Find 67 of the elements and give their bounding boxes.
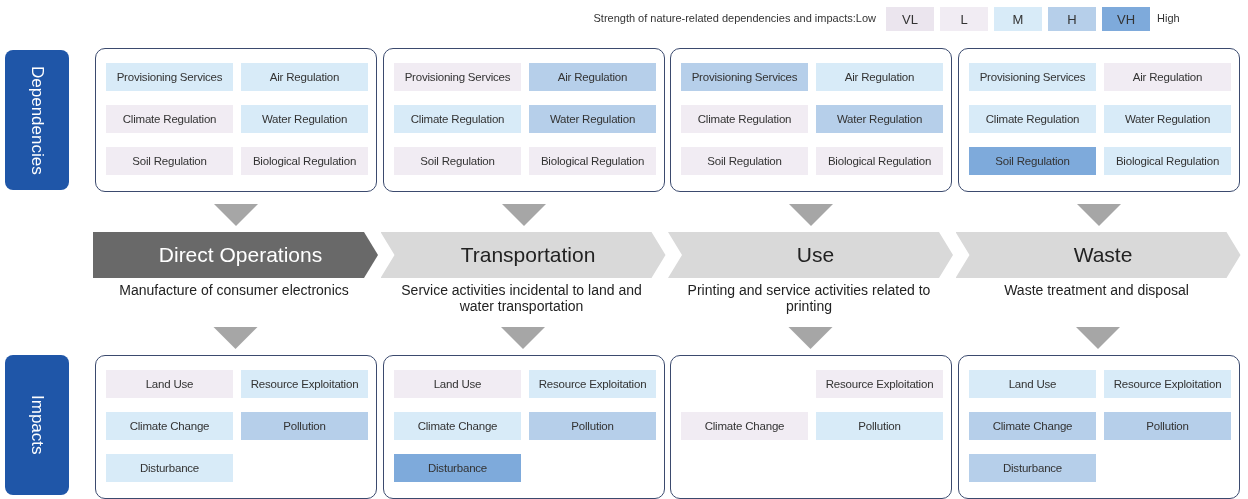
section-tab: Impacts bbox=[5, 355, 69, 495]
category-cell: Soil Regulation bbox=[969, 147, 1096, 175]
category-cell: Land Use bbox=[969, 370, 1096, 398]
category-cell: Soil Regulation bbox=[681, 147, 808, 175]
category-cell: Climate Change bbox=[106, 412, 233, 440]
category-cell: Water Regulation bbox=[1104, 105, 1231, 133]
category-cell: Resource Exploitation bbox=[816, 370, 943, 398]
stage-description: Waste treatment and disposal bbox=[1003, 282, 1190, 300]
category-cell: Climate Regulation bbox=[394, 105, 521, 133]
category-cell: Biological Regulation bbox=[816, 147, 943, 175]
category-cell: Water Regulation bbox=[816, 105, 943, 133]
category-cell: Resource Exploitation bbox=[1104, 370, 1231, 398]
section-tab: Dependencies bbox=[5, 50, 69, 190]
category-cell: Provisioning Services bbox=[394, 63, 521, 91]
category-cell: Pollution bbox=[1104, 412, 1231, 440]
legend-title: Strength of nature-related dependencies and impacts:Low bbox=[593, 12, 876, 24]
category-cell: Climate Regulation bbox=[681, 105, 808, 133]
category-cell: Disturbance bbox=[106, 454, 233, 482]
stage-banner: Direct Operations bbox=[93, 232, 378, 278]
category-cell: Soil Regulation bbox=[394, 147, 521, 175]
legend-end-label: High bbox=[1157, 12, 1180, 24]
stage-banner: Waste bbox=[955, 232, 1241, 278]
group-panel bbox=[958, 48, 1240, 192]
legend-swatch: M bbox=[994, 7, 1042, 31]
group-panel bbox=[95, 48, 377, 192]
category-cell: Climate Change bbox=[969, 412, 1096, 440]
category-cell: Water Regulation bbox=[529, 105, 656, 133]
group-panel bbox=[670, 355, 952, 499]
legend-swatch: VH bbox=[1102, 7, 1150, 31]
category-cell: Provisioning Services bbox=[681, 63, 808, 91]
legend-swatch: L bbox=[940, 7, 988, 31]
category-cell: Pollution bbox=[816, 412, 943, 440]
category-cell: Climate Change bbox=[394, 412, 521, 440]
group-panel bbox=[670, 48, 952, 192]
category-cell: Biological Regulation bbox=[241, 147, 368, 175]
category-cell: Air Regulation bbox=[816, 63, 943, 91]
category-cell: Pollution bbox=[241, 412, 368, 440]
stage-banner: Use bbox=[668, 232, 953, 278]
category-cell: Land Use bbox=[394, 370, 521, 398]
category-cell: Disturbance bbox=[394, 454, 521, 482]
category-cell: Land Use bbox=[106, 370, 233, 398]
stage-banner: Transportation bbox=[380, 232, 666, 278]
stage-description: Manufacture of consumer electronics bbox=[118, 282, 350, 300]
legend-swatch: H bbox=[1048, 7, 1096, 31]
group-panel bbox=[383, 48, 665, 192]
category-cell: Disturbance bbox=[969, 454, 1096, 482]
category-cell: Climate Regulation bbox=[969, 105, 1096, 133]
category-cell: Biological Regulation bbox=[529, 147, 656, 175]
category-cell: Water Regulation bbox=[241, 105, 368, 133]
stage-description: Service activities incidental to land and water transportation bbox=[400, 282, 643, 316]
group-panel bbox=[95, 355, 377, 499]
group-panel bbox=[383, 355, 665, 499]
category-cell: Climate Change bbox=[681, 412, 808, 440]
category-cell: Soil Regulation bbox=[106, 147, 233, 175]
category-cell: Resource Exploitation bbox=[241, 370, 368, 398]
category-cell: Provisioning Services bbox=[969, 63, 1096, 91]
group-panel bbox=[958, 355, 1240, 499]
category-cell: Air Regulation bbox=[529, 63, 656, 91]
category-cell: Pollution bbox=[529, 412, 656, 440]
category-cell: Air Regulation bbox=[241, 63, 368, 91]
category-cell: Climate Regulation bbox=[106, 105, 233, 133]
category-cell: Air Regulation bbox=[1104, 63, 1231, 91]
category-cell: Resource Exploitation bbox=[529, 370, 656, 398]
stage-description: Printing and service activities related to printing bbox=[686, 282, 932, 316]
legend-swatch: VL bbox=[886, 7, 934, 31]
category-cell: Provisioning Services bbox=[106, 63, 233, 91]
category-cell: Biological Regulation bbox=[1104, 147, 1231, 175]
